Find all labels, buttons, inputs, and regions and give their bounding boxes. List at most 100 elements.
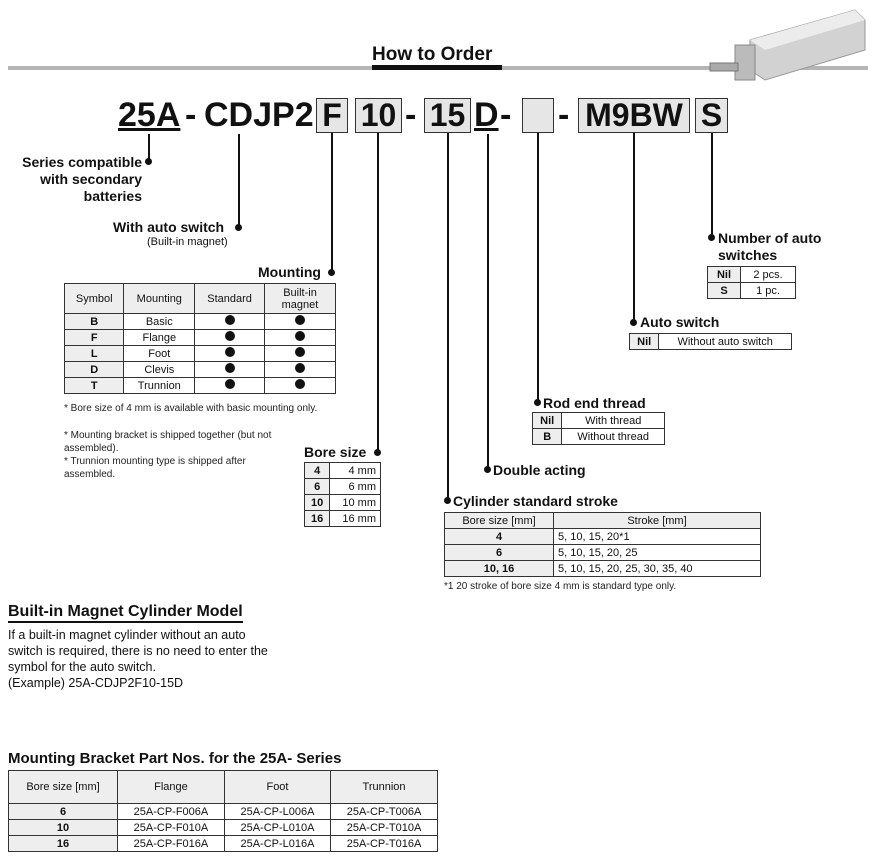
cell: L <box>63 345 125 362</box>
cell: Trunnion <box>123 377 196 394</box>
available-dot-icon <box>295 347 305 357</box>
label-auto-switch: Auto switch <box>640 314 720 330</box>
code-dash: - <box>558 96 570 134</box>
col-header: Built-in magnet <box>264 283 336 314</box>
code-bore-box: 10 <box>355 98 402 133</box>
leader-dot <box>484 466 491 473</box>
col-header: Flange <box>117 770 225 804</box>
cell: 6 mm <box>329 478 381 495</box>
leader-line <box>711 133 713 237</box>
bracket-section-title: Mounting Bracket Part Nos. for the 25A- … <box>8 750 342 767</box>
code-count-box: S <box>695 98 728 133</box>
label-mounting: Mounting <box>258 264 321 280</box>
cell: 25A-CP-L016A <box>223 835 332 852</box>
label-double-acting: Double acting <box>493 462 586 478</box>
cell: Nil <box>531 412 563 429</box>
leader-line <box>487 134 489 469</box>
code-dash: - <box>185 96 197 134</box>
available-dot-icon <box>224 315 235 325</box>
code-switch-box: M9BW <box>578 98 690 133</box>
cell: 10, 16 <box>444 560 554 577</box>
cell: 5, 10, 15, 20*1 <box>553 528 761 545</box>
col-header: Bore size [mm] <box>8 770 118 804</box>
available-dot-icon <box>295 315 305 325</box>
cell: 10 <box>8 819 118 836</box>
cell: Flange <box>123 329 196 346</box>
leader-line <box>447 133 449 500</box>
col-header: Foot <box>223 770 332 804</box>
cell: Clevis <box>123 361 196 378</box>
leader-line <box>633 133 635 322</box>
code-series: 25A <box>118 96 181 134</box>
cell: S <box>706 282 742 299</box>
col-header: Symbol <box>63 283 125 314</box>
cell: 4 <box>303 462 331 479</box>
cell: 16 <box>303 510 331 527</box>
col-header: Mounting <box>123 283 196 314</box>
cell: 25A-CP-L010A <box>223 819 332 836</box>
available-dot-icon <box>295 331 305 341</box>
leader-dot <box>534 399 541 406</box>
label-stroke: Cylinder standard stroke <box>453 493 618 509</box>
cell: Foot <box>123 345 196 362</box>
label-rod-end-thread: Rod end thread <box>543 395 646 411</box>
mounting-note: * Bore size of 4 mm is available with ba… <box>64 403 318 414</box>
code-dash: - <box>500 96 512 134</box>
available-dot-icon <box>224 363 235 373</box>
available-dot-icon <box>295 379 305 389</box>
code-rod-box <box>522 98 554 133</box>
cell: 1 pc. <box>740 282 796 299</box>
cell: 25A-CP-T010A <box>330 819 438 836</box>
cell: 25A-CP-F006A <box>117 803 225 820</box>
leader-line <box>331 133 333 272</box>
cylinder-product-image <box>709 9 866 81</box>
leader-line <box>377 133 379 452</box>
leader-dot <box>708 234 715 241</box>
cell: 6 <box>8 803 118 820</box>
cell: Nil <box>706 266 742 283</box>
code-stroke-box: 15 <box>424 98 471 133</box>
leader-dot <box>235 224 242 231</box>
cell: 16 <box>8 835 118 852</box>
leader-dot <box>374 449 381 456</box>
magnet-section-title: Built-in Magnet Cylinder Model <box>8 603 243 623</box>
cell: T <box>63 377 125 394</box>
mounting-note: * Mounting bracket is shipped together (… <box>64 430 272 454</box>
label-with-auto-switch: With auto switch <box>113 219 225 235</box>
cell: 6 <box>303 478 331 495</box>
label-series: Series compatible with secondary batteri… <box>22 154 142 204</box>
cell: Nil <box>628 333 660 350</box>
code-model: CDJP2 <box>204 96 314 134</box>
leader-dot <box>145 158 152 165</box>
label-built-in-magnet: (Built-in magnet) <box>147 236 228 248</box>
cell: 5, 10, 15, 20, 25, 30, 35, 40 <box>553 560 761 577</box>
stroke-note: *1 20 stroke of bore size 4 mm is standa… <box>444 581 677 592</box>
cell: 16 mm <box>329 510 381 527</box>
cell: 25A-CP-F016A <box>117 835 225 852</box>
cell: Without auto switch <box>658 333 792 350</box>
available-dot-icon <box>295 363 305 373</box>
cell: 10 mm <box>329 494 381 511</box>
label-number-of-switches: Number of auto switches <box>718 230 822 263</box>
cell: 4 mm <box>329 462 381 479</box>
